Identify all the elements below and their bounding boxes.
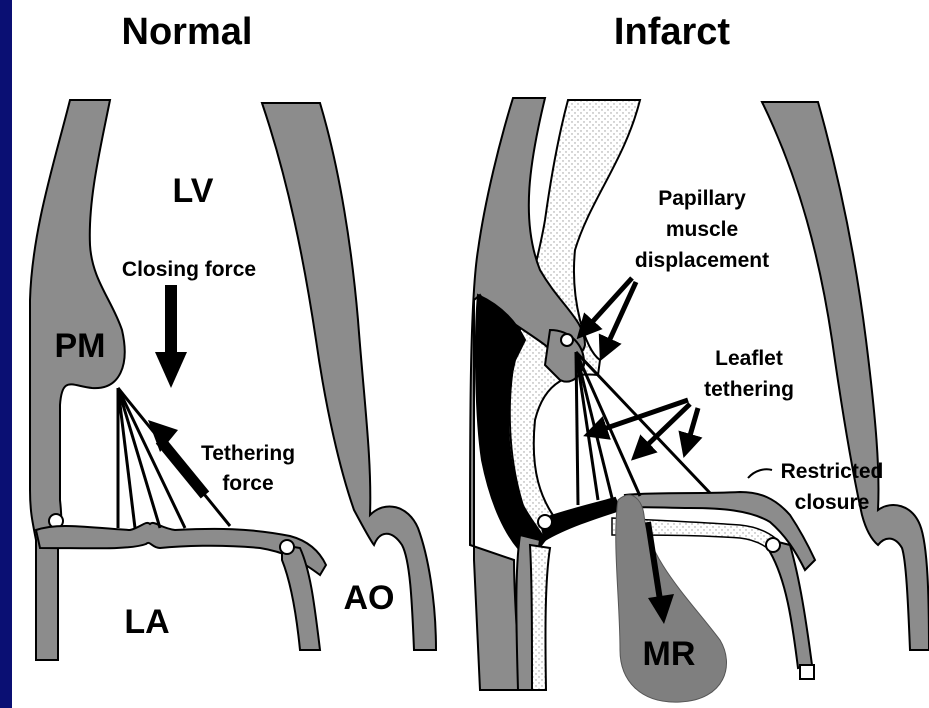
- normal-title: Normal: [122, 11, 253, 53]
- ao-label: AO: [344, 579, 395, 617]
- infarct-panel: Infarct Papillary muscle displacement Le…: [470, 11, 929, 702]
- normal-lv-left-wall: [30, 100, 125, 660]
- tethering-force-label-2: force: [222, 472, 273, 495]
- papillary-displacement-arrows: [585, 278, 636, 350]
- mr-label: MR: [643, 635, 696, 673]
- infarct-annulus-right: [766, 538, 780, 552]
- lv-label: LV: [173, 172, 214, 210]
- tethering-force-arrow: [148, 420, 205, 495]
- infarct-pm-marker: [561, 334, 573, 346]
- papillary-label-1: Papillary: [658, 187, 746, 210]
- papillary-label-2: muscle: [666, 218, 738, 241]
- leaflet-label-1: Leaflet: [715, 347, 783, 370]
- infarct-la-left-wall-dotted: [530, 545, 550, 690]
- normal-panel: Normal LV Closing force PM Tethering for…: [30, 11, 436, 660]
- papillary-label-3: displacement: [635, 249, 769, 272]
- restricted-closure-pointer: [748, 469, 772, 478]
- leaflet-label-2: tethering: [704, 378, 794, 401]
- restricted-label-2: closure: [795, 491, 870, 514]
- la-label: LA: [124, 603, 169, 641]
- restricted-label-1: Restricted: [781, 460, 884, 483]
- tethering-force-label-1: Tethering: [201, 442, 295, 465]
- pm-label: PM: [55, 327, 106, 365]
- infarct-annulus-left: [538, 515, 552, 529]
- closing-force-label: Closing force: [122, 258, 256, 281]
- closing-force-arrow: [155, 285, 187, 388]
- normal-annulus-right: [280, 540, 294, 554]
- infarct-title: Infarct: [614, 11, 730, 53]
- infarct-aortic-root-tip: [800, 665, 814, 679]
